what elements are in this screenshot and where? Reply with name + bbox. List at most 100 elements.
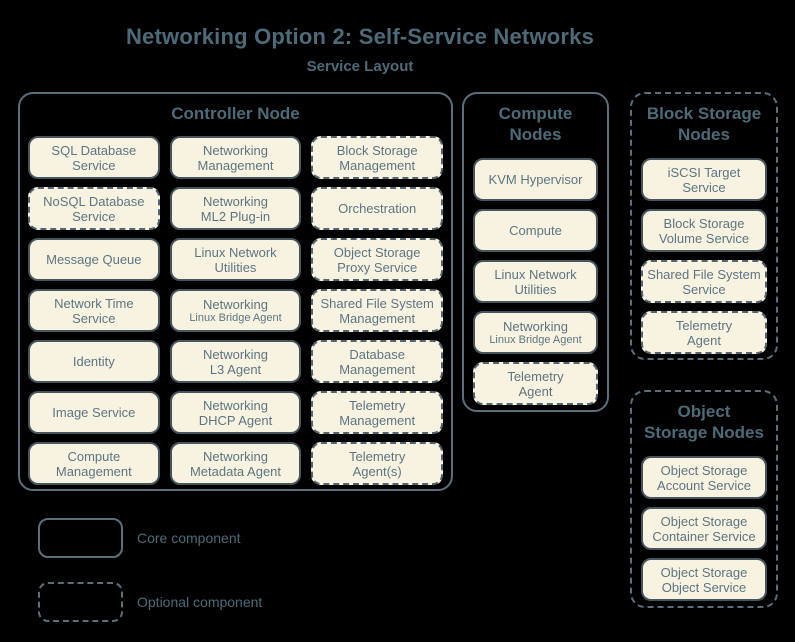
label-line: Image Service — [52, 405, 136, 420]
label-line: KVM Hypervisor — [488, 172, 583, 187]
legend-core-sample-box — [38, 518, 123, 558]
label-line: Management — [55, 463, 132, 479]
label-line: Networking — [202, 296, 268, 312]
label-line: Metadata Agent — [189, 463, 282, 479]
legend-optional-sample-box — [38, 582, 123, 622]
label-line-small: Linux Bridge Agent — [489, 333, 582, 346]
label-line: L3 Agent — [209, 361, 262, 377]
label-line: Object Storage — [660, 513, 748, 529]
label-line: Object Storage — [660, 564, 748, 580]
label-line: Networking — [202, 193, 268, 209]
compute-nodes-title: Compute Nodes — [464, 94, 607, 145]
label-line: Proxy Service — [337, 259, 418, 275]
label-line: Network Time — [54, 295, 134, 311]
page-title: Networking Option 2: Self-Service Networ… — [125, 24, 595, 49]
label-line: Service — [682, 179, 726, 195]
label-line: Orchestration — [338, 201, 417, 216]
svc-compute: Compute — [473, 209, 598, 252]
page-subtitle: Service Layout — [306, 58, 414, 75]
label-line: Account Service — [657, 477, 751, 493]
label-line: NoSQL Database — [43, 193, 145, 209]
label-line: Management — [339, 310, 416, 326]
group-title-line: Nodes — [678, 125, 730, 144]
label-line: Networking — [202, 448, 268, 464]
label-line: ML2 Plug-in — [200, 208, 271, 224]
label-line: Shared File System — [647, 266, 761, 282]
label-line: Utilities — [214, 259, 257, 275]
label-line: Container Service — [652, 528, 756, 544]
label-line: Object Service — [661, 579, 747, 595]
label-line: Management — [339, 157, 416, 173]
svc-image-service: Image Service — [28, 391, 160, 434]
label-line: Identity — [72, 354, 115, 369]
legend-core-label: Core component — [137, 530, 241, 546]
label-line: Management — [339, 361, 416, 377]
svc-kvm-hypervisor: KVM Hypervisor — [473, 158, 598, 201]
label-line: Linux Network — [494, 266, 577, 282]
group-title-line: Storage Nodes — [644, 423, 764, 442]
label-line: Volume Service — [658, 230, 750, 246]
label-line: Management — [339, 412, 416, 428]
label-line: Networking — [202, 346, 268, 362]
label-line: iSCSI Target — [667, 164, 741, 180]
label-line: DHCP Agent — [198, 412, 273, 428]
label-line: Agent — [687, 332, 721, 348]
svc-identity: Identity — [28, 340, 160, 383]
label-line: Shared File System — [320, 295, 434, 311]
legend-optional-label: Optional component — [137, 594, 263, 610]
group-title-line: Block Storage — [646, 104, 762, 123]
label-line: Networking — [202, 397, 268, 413]
controller-node-title: Controller Node — [20, 94, 451, 124]
group-title-line: Controller Node — [171, 104, 300, 123]
label-line: Message Queue — [46, 252, 142, 267]
label-line: Object Storage — [660, 462, 748, 478]
block-storage-nodes-title: Block Storage Nodes — [632, 94, 776, 145]
object-storage-nodes-title: Object Storage Nodes — [632, 392, 776, 443]
group-title-line: Nodes — [509, 125, 562, 144]
svc-orchestration: Orchestration — [311, 187, 443, 230]
label-line: Compute — [509, 223, 562, 238]
label-line: Service — [72, 157, 116, 173]
label-line: Networking — [202, 142, 268, 158]
label-line: Object Storage — [333, 244, 421, 260]
label-line: Utilities — [514, 281, 557, 297]
label-line: Service — [72, 310, 116, 326]
label-line: Service — [72, 208, 116, 224]
label-line: Linux Network — [194, 244, 277, 260]
label-line: Networking — [502, 318, 569, 334]
label-line: Telemetry — [675, 317, 733, 333]
group-title-line: Compute — [498, 104, 573, 123]
compute-nodes-group: Compute Nodes KVM Hypervisor Compute Lin… — [462, 92, 609, 412]
